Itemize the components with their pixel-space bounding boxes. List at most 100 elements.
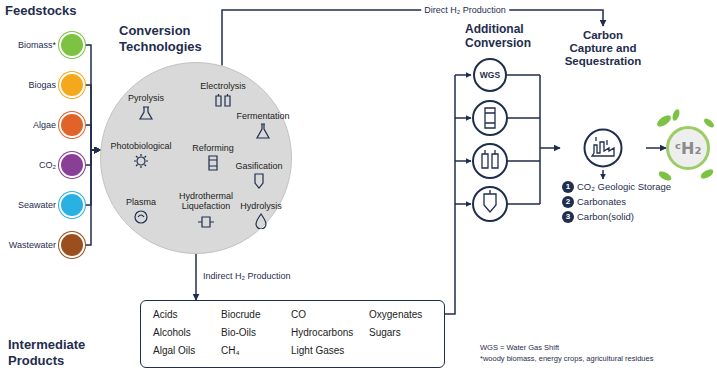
additional-conversion-group: Additional ConversionWGS bbox=[455, 22, 540, 227]
technology-symbol bbox=[257, 124, 269, 138]
node-label: Gasification bbox=[231, 161, 287, 171]
feedstock-circle: Algae bbox=[59, 112, 85, 138]
technology-symbol bbox=[256, 214, 266, 229]
ccs-unit: Carbon Capture and Sequestration bbox=[560, 26, 646, 172]
product-item: Hydrocarbons bbox=[291, 327, 353, 339]
flow-arrow bbox=[646, 147, 666, 149]
flow-arrow bbox=[195, 254, 197, 300]
feedstock-circle: Biogas bbox=[59, 72, 85, 98]
leaf bbox=[699, 167, 715, 180]
leaf bbox=[671, 108, 681, 121]
technology-icon bbox=[253, 123, 273, 139]
products-box: Intermediate ProductsAcidsAlcoholsAlgal … bbox=[140, 300, 445, 368]
feedstock-circle: Seawater bbox=[59, 192, 85, 218]
additional-unit-circles bbox=[473, 101, 507, 221]
fan-out-lines bbox=[507, 75, 540, 204]
technology-symbol bbox=[134, 154, 148, 168]
product-item: Sugars bbox=[369, 327, 401, 339]
node-label: ᶜH₂ bbox=[674, 139, 701, 158]
technology-icon bbox=[131, 153, 151, 169]
feedstock-circle: Biomass* bbox=[59, 32, 85, 58]
technology-icon bbox=[136, 105, 156, 121]
technology-symbol bbox=[198, 217, 214, 227]
leaf bbox=[702, 117, 715, 129]
gasifier-circle bbox=[473, 187, 507, 221]
note-text: Carbonates bbox=[577, 196, 626, 207]
note-text: *woody biomass, energy crops, agricultur… bbox=[480, 354, 653, 363]
node-label: Biogas bbox=[28, 80, 56, 90]
node-label: Fermentation bbox=[231, 111, 295, 121]
technology-item: Electrolysis bbox=[188, 81, 258, 109]
node-label: Biomass* bbox=[18, 40, 56, 50]
flow-arrow bbox=[445, 204, 455, 314]
gasifier-symbol bbox=[484, 190, 496, 212]
callout-number: 1 bbox=[562, 181, 574, 193]
node-label: Electrolysis bbox=[188, 81, 258, 91]
product-item: Bio-Oils bbox=[221, 327, 256, 339]
conversion-circle: Conversion TechnologiesElectrolysisPyrol… bbox=[100, 62, 292, 254]
flow-arrow bbox=[85, 150, 100, 205]
node-label: Intermediate Products bbox=[8, 337, 133, 369]
product-item: Oxygenates bbox=[369, 309, 422, 321]
product-item: Alcohols bbox=[153, 327, 191, 339]
ccs-symbol bbox=[592, 137, 614, 156]
hydrogen-circle: ᶜH₂ bbox=[666, 126, 710, 170]
node-label: Additional Conversion bbox=[465, 22, 541, 50]
branch-arrow bbox=[455, 160, 471, 162]
leaf-decoration bbox=[655, 108, 715, 182]
flow-arrow bbox=[222, 10, 603, 66]
branch-arrow bbox=[455, 117, 471, 119]
branch-arrow bbox=[455, 74, 471, 76]
flow-arrow bbox=[85, 45, 100, 150]
storage-arrow bbox=[602, 170, 604, 179]
leaf bbox=[657, 169, 673, 182]
technology-icon bbox=[131, 209, 151, 225]
technology-symbol bbox=[209, 156, 217, 170]
ccs-circle bbox=[585, 130, 622, 167]
callout-number: 2 bbox=[562, 196, 574, 208]
electrolyzer-circle bbox=[473, 144, 507, 178]
flow-arrow bbox=[540, 147, 560, 149]
product-item: Biocrude bbox=[221, 309, 260, 321]
technology-item: Gasification bbox=[231, 161, 287, 189]
technology-symbol bbox=[135, 211, 147, 223]
flow-arrow bbox=[85, 125, 100, 150]
technology-item: Plasma bbox=[119, 197, 163, 225]
node-label: Plasma bbox=[119, 197, 163, 207]
technology-symbol bbox=[216, 94, 230, 106]
product-item: Acids bbox=[153, 309, 177, 321]
node-label: WGS bbox=[480, 70, 500, 80]
node-label: Carbon Capture and Sequestration bbox=[560, 26, 646, 68]
node-label: Photobiological bbox=[104, 141, 178, 151]
note-text: Feedstocks bbox=[5, 3, 77, 19]
fan-in-bar bbox=[454, 75, 456, 204]
technology-item: Fermentation bbox=[231, 111, 295, 139]
leaf bbox=[655, 113, 673, 129]
reformer-symbol bbox=[485, 108, 495, 128]
technology-icon bbox=[251, 213, 271, 229]
fan-out-bar bbox=[507, 75, 540, 204]
edge-label: Direct H₂ Production bbox=[421, 5, 509, 16]
wgs-circle: WGS bbox=[473, 58, 507, 92]
flow-arrow bbox=[85, 150, 100, 165]
edge-label: Indirect H₂ Production bbox=[203, 271, 291, 282]
technology-item: Hydrothermal Liquefaction bbox=[173, 191, 239, 229]
product-item: CO bbox=[291, 309, 306, 321]
technology-icon bbox=[249, 173, 269, 189]
node-label: Algae bbox=[33, 120, 56, 130]
ccs-icon bbox=[583, 128, 623, 168]
node-label: Seawater bbox=[18, 200, 56, 210]
technology-item: Pyrolysis bbox=[115, 93, 177, 121]
node-label: Hydrolysis bbox=[235, 201, 287, 211]
technology-item: Photobiological bbox=[104, 141, 178, 169]
technology-item: Hydrolysis bbox=[235, 201, 287, 229]
product-item: CH₄ bbox=[221, 345, 240, 357]
flow-arrow bbox=[85, 85, 100, 150]
technology-icon bbox=[196, 213, 216, 229]
node-label: Reforming bbox=[187, 143, 239, 153]
reformer-circle bbox=[473, 101, 507, 135]
electrolyzer-symbol bbox=[482, 150, 498, 168]
technology-icon bbox=[203, 155, 223, 171]
product-item: Algal Oils bbox=[153, 345, 195, 357]
branch-arrow bbox=[455, 203, 471, 205]
